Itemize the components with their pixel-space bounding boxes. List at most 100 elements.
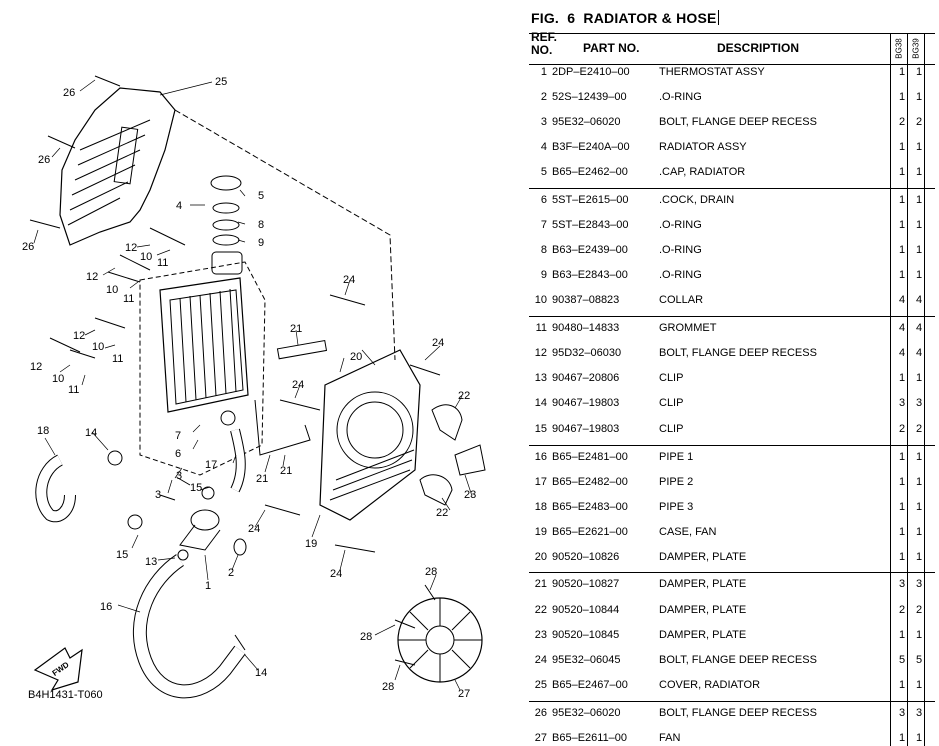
part-number: B65–E2462–00 [552,166,628,178]
part-description: COLLAR [659,294,704,306]
part-ref: 24 [534,654,547,666]
part-number: 95E32–06020 [552,116,621,128]
model-bg38-header: BG38 [894,38,904,59]
model-bg39-header: BG39 [911,38,921,59]
part-description: FAN [659,732,681,744]
part-qty-q2: 3 [915,578,923,590]
part-qty-q1: 2 [898,604,906,616]
part-number: 90467–19803 [552,423,620,435]
part-number: 90520–10827 [552,578,620,590]
svg-text:11: 11 [68,384,79,396]
svg-text:26: 26 [22,241,34,253]
svg-text:10: 10 [92,341,104,353]
part-description: .CAP, RADIATOR [659,166,746,178]
part-description: GROMMET [659,322,717,334]
part-number: B65–E2621–00 [552,526,628,538]
part-qty-q1: 5 [898,654,906,666]
part-qty-q2: 4 [915,347,923,359]
part-number: B65–E2482–00 [552,476,628,488]
svg-text:28: 28 [425,566,437,578]
svg-text:8: 8 [258,219,264,231]
part-ref: 9 [540,269,547,281]
part-description: .O-RING [659,244,702,256]
fwd-arrow-icon [33,647,83,692]
svg-text:12: 12 [86,271,98,283]
part-number: 52S–12439–00 [552,91,627,103]
part-qty-q2: 3 [915,707,923,719]
part-description: COVER, RADIATOR [659,679,761,691]
part-ref: 12 [534,347,547,359]
svg-text:3: 3 [176,470,182,482]
svg-text:16: 16 [100,601,112,613]
svg-text:24: 24 [343,274,355,286]
part-number: 2DP–E2410–00 [552,66,630,78]
part-description: CLIP [659,423,684,435]
svg-text:15: 15 [190,482,202,494]
svg-text:19: 19 [305,538,317,550]
thermostat-part [179,509,247,556]
part-description: RADIATOR ASSY [659,141,747,153]
part-ref: 17 [534,476,547,488]
part-qty-q2: 1 [915,476,923,488]
svg-text:11: 11 [123,293,134,305]
svg-text:22: 22 [458,390,470,402]
description-header: DESCRIPTION [717,41,800,55]
part-no-header: PART NO. [583,41,640,55]
svg-text:24: 24 [330,568,342,580]
part-qty-q2: 3 [915,397,923,409]
svg-text:6: 6 [175,448,181,460]
part-ref: 8 [540,244,547,256]
part-ref: 23 [534,629,547,641]
part-qty-q1: 4 [898,322,906,334]
part-number: B65–E2483–00 [552,501,628,513]
part-number: 90480–14833 [552,322,620,334]
svg-text:4: 4 [176,200,182,212]
part-qty-q2: 4 [915,322,923,334]
part-qty-q1: 1 [898,372,906,384]
part-ref: 18 [534,501,547,513]
svg-text:28: 28 [382,681,394,693]
bolt-symbols [29,75,441,666]
part-number: 90520–10826 [552,551,620,563]
part-qty-q1: 1 [898,551,906,563]
part-ref: 20 [534,551,547,563]
part-qty-q1: 1 [898,219,906,231]
svg-text:22: 22 [436,507,448,519]
part-qty-q2: 2 [915,116,923,128]
part-description: PIPE 2 [659,476,694,488]
part-description: DAMPER, PLATE [659,551,747,563]
part-qty-q1: 3 [898,578,906,590]
part-qty-q1: 1 [898,732,906,744]
part-qty-q2: 1 [915,679,923,691]
svg-text:15: 15 [116,549,128,561]
part-ref: 7 [540,219,547,231]
part-qty-q1: 3 [898,397,906,409]
part-number: 5ST–E2843–00 [552,219,629,231]
part-number: 95E32–06045 [552,654,621,666]
svg-text:12: 12 [30,361,42,373]
part-qty-q1: 1 [898,501,906,513]
part-qty-q1: 3 [898,707,906,719]
part-description: DAMPER, PLATE [659,578,747,590]
svg-text:26: 26 [38,154,50,166]
svg-text:25: 25 [215,76,227,88]
part-number: 90467–20806 [552,372,620,384]
part-qty-q2: 1 [915,66,923,78]
part-qty-q1: 1 [898,679,906,691]
part-description: BOLT, FLANGE DEEP RECESS [659,707,817,719]
part-qty-q2: 1 [915,244,923,256]
fan-case-part [319,349,421,521]
